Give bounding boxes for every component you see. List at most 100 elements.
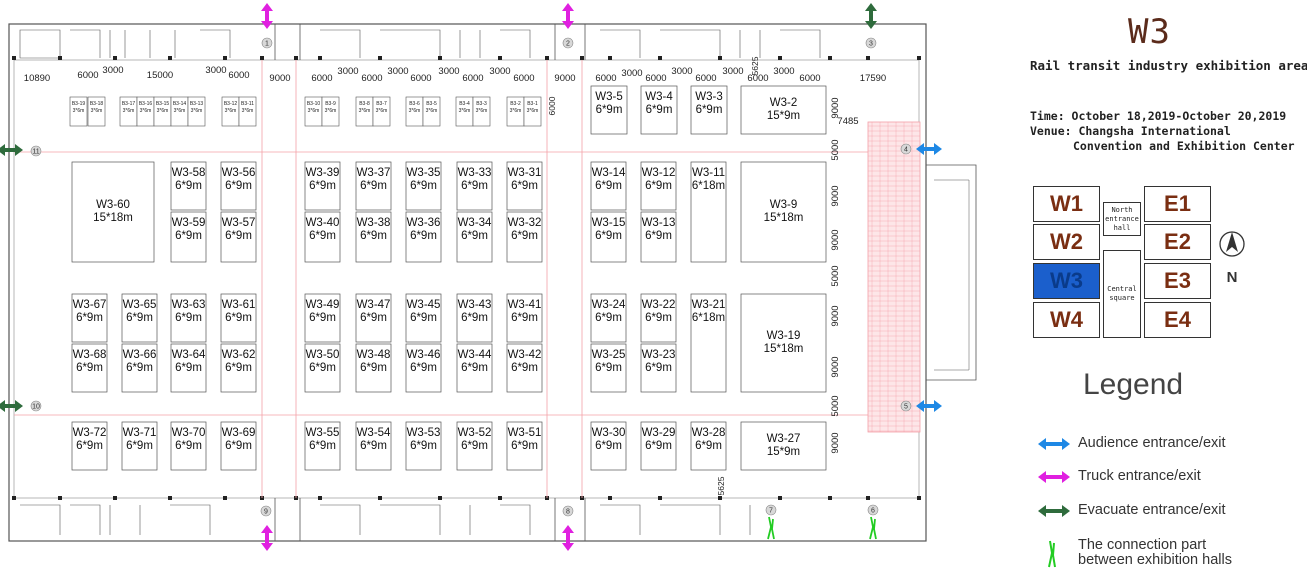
booth[interactable]: W3-136*9m bbox=[640, 211, 677, 263]
small-booth[interactable]: B3-133*6m bbox=[187, 96, 206, 127]
booth[interactable]: W3-506*9m bbox=[304, 343, 341, 393]
booth[interactable]: W3-696*9m bbox=[220, 421, 257, 471]
booth[interactable]: W3-296*9m bbox=[640, 421, 677, 471]
booth[interactable]: W3-386*9m bbox=[355, 211, 392, 263]
booth[interactable]: W3-346*9m bbox=[456, 211, 493, 263]
booth[interactable]: W3-256*9m bbox=[590, 343, 627, 393]
booth[interactable]: W3-616*9m bbox=[220, 293, 257, 343]
booth[interactable]: W3-246*9m bbox=[590, 293, 627, 343]
booth[interactable]: W3-536*9m bbox=[405, 421, 442, 471]
booth[interactable]: W3-596*9m bbox=[170, 211, 207, 263]
booth[interactable]: W3-416*9m bbox=[506, 293, 543, 343]
booth[interactable]: W3-915*18m bbox=[740, 161, 827, 263]
booth[interactable]: W3-156*9m bbox=[590, 211, 627, 263]
booth[interactable]: W3-396*9m bbox=[304, 161, 341, 211]
booth[interactable]: W3-496*9m bbox=[304, 293, 341, 343]
booth[interactable]: W3-626*9m bbox=[220, 343, 257, 393]
booth[interactable]: W3-466*9m bbox=[405, 343, 442, 393]
small-booth[interactable]: B3-153*6m bbox=[153, 96, 172, 127]
small-booth[interactable]: B3-43*6m bbox=[455, 96, 474, 127]
booth[interactable]: W3-726*9m bbox=[71, 421, 108, 471]
booth[interactable]: W3-716*9m bbox=[121, 421, 158, 471]
booth-size: 6*9m bbox=[511, 230, 538, 242]
double-arrow-icon bbox=[261, 3, 273, 29]
column bbox=[113, 56, 117, 60]
booth[interactable]: W3-686*9m bbox=[71, 343, 108, 393]
booth[interactable]: W3-306*9m bbox=[590, 421, 627, 471]
booth[interactable]: W3-126*9m bbox=[640, 161, 677, 211]
booth-box bbox=[304, 161, 341, 211]
key-w4: W4 bbox=[1033, 302, 1100, 338]
booth[interactable]: W3-546*9m bbox=[355, 421, 392, 471]
booth[interactable]: W3-336*9m bbox=[456, 161, 493, 211]
booth[interactable]: W3-436*9m bbox=[456, 293, 493, 343]
small-booth[interactable]: B3-103*6m bbox=[304, 96, 323, 127]
booth[interactable]: W3-636*9m bbox=[170, 293, 207, 343]
small-booth[interactable]: B3-113*6m bbox=[238, 96, 257, 127]
booth[interactable]: W3-236*9m bbox=[640, 343, 677, 393]
booth[interactable]: W3-215*9m bbox=[740, 85, 827, 135]
booth-id: W3-63 bbox=[172, 299, 206, 311]
booth[interactable]: W3-586*9m bbox=[170, 161, 207, 211]
booth[interactable]: W3-656*9m bbox=[121, 293, 158, 343]
booth[interactable]: W3-516*9m bbox=[506, 421, 543, 471]
booth[interactable]: W3-56*9m bbox=[590, 85, 628, 135]
small-booth[interactable]: B3-53*6m bbox=[422, 96, 441, 127]
dimension-top: 6000 bbox=[361, 73, 382, 84]
booth[interactable]: W3-36*9m bbox=[690, 85, 728, 135]
small-booth[interactable]: B3-83*6m bbox=[355, 96, 374, 127]
booth[interactable]: W3-216*18m bbox=[690, 293, 727, 393]
booth-box bbox=[355, 211, 392, 263]
booth[interactable]: W3-146*9m bbox=[590, 161, 627, 211]
small-booth[interactable]: B3-163*6m bbox=[136, 96, 155, 127]
booth[interactable]: W3-646*9m bbox=[170, 343, 207, 393]
booth-id: W3-11 bbox=[692, 167, 725, 179]
booth[interactable]: W3-316*9m bbox=[506, 161, 543, 211]
booth-id: W3-57 bbox=[222, 217, 256, 229]
booth[interactable]: W3-706*9m bbox=[170, 421, 207, 471]
small-booth[interactable]: B3-63*6m bbox=[405, 96, 424, 127]
booth[interactable]: W3-116*18m bbox=[690, 161, 727, 263]
booth[interactable]: W3-46*9m bbox=[640, 85, 678, 135]
small-booth[interactable]: B3-93*6m bbox=[321, 96, 340, 127]
booth-size: 6*9m bbox=[461, 230, 488, 242]
booth-id: W3-24 bbox=[592, 299, 626, 311]
booth-size: 6*9m bbox=[309, 312, 336, 324]
booth-size: 6*9m bbox=[410, 312, 437, 324]
booth[interactable]: W3-326*9m bbox=[506, 211, 543, 263]
booth[interactable]: W3-476*9m bbox=[355, 293, 392, 343]
small-booth[interactable]: B3-33*6m bbox=[472, 96, 491, 127]
booth[interactable]: W3-286*9m bbox=[690, 421, 727, 471]
small-booth[interactable]: B3-183*6m bbox=[87, 96, 106, 127]
booth[interactable]: W3-366*9m bbox=[405, 211, 442, 263]
booth[interactable]: W3-426*9m bbox=[506, 343, 543, 393]
small-booth[interactable]: B3-123*6m bbox=[221, 96, 240, 127]
booth[interactable]: W3-406*9m bbox=[304, 211, 341, 263]
column bbox=[168, 496, 172, 500]
booth-id: W3-66 bbox=[123, 349, 157, 361]
small-booth[interactable]: B3-23*6m bbox=[506, 96, 525, 127]
booth[interactable]: W3-556*9m bbox=[304, 421, 341, 471]
double-arrow-icon bbox=[0, 144, 23, 156]
small-booth[interactable]: B3-143*6m bbox=[170, 96, 189, 127]
small-booth[interactable]: B3-193*6m bbox=[69, 96, 88, 127]
booth[interactable]: W3-666*9m bbox=[121, 343, 158, 393]
booth[interactable]: W3-486*9m bbox=[355, 343, 392, 393]
booth[interactable]: W3-456*9m bbox=[405, 293, 442, 343]
booth[interactable]: W3-576*9m bbox=[220, 211, 257, 263]
gate-marker: 6 bbox=[867, 504, 879, 516]
booth[interactable]: W3-226*9m bbox=[640, 293, 677, 343]
booth[interactable]: W3-676*9m bbox=[71, 293, 108, 343]
booth[interactable]: W3-356*9m bbox=[405, 161, 442, 211]
booth[interactable]: W3-376*9m bbox=[355, 161, 392, 211]
booth[interactable]: W3-566*9m bbox=[220, 161, 257, 211]
booth[interactable]: W3-446*9m bbox=[456, 343, 493, 393]
booth-size: 6*9m bbox=[645, 230, 672, 242]
small-booth[interactable]: B3-73*6m bbox=[372, 96, 391, 127]
small-booth[interactable]: B3-173*6m bbox=[119, 96, 138, 127]
booth[interactable]: W3-526*9m bbox=[456, 421, 493, 471]
small-booth[interactable]: B3-13*6m bbox=[523, 96, 542, 127]
